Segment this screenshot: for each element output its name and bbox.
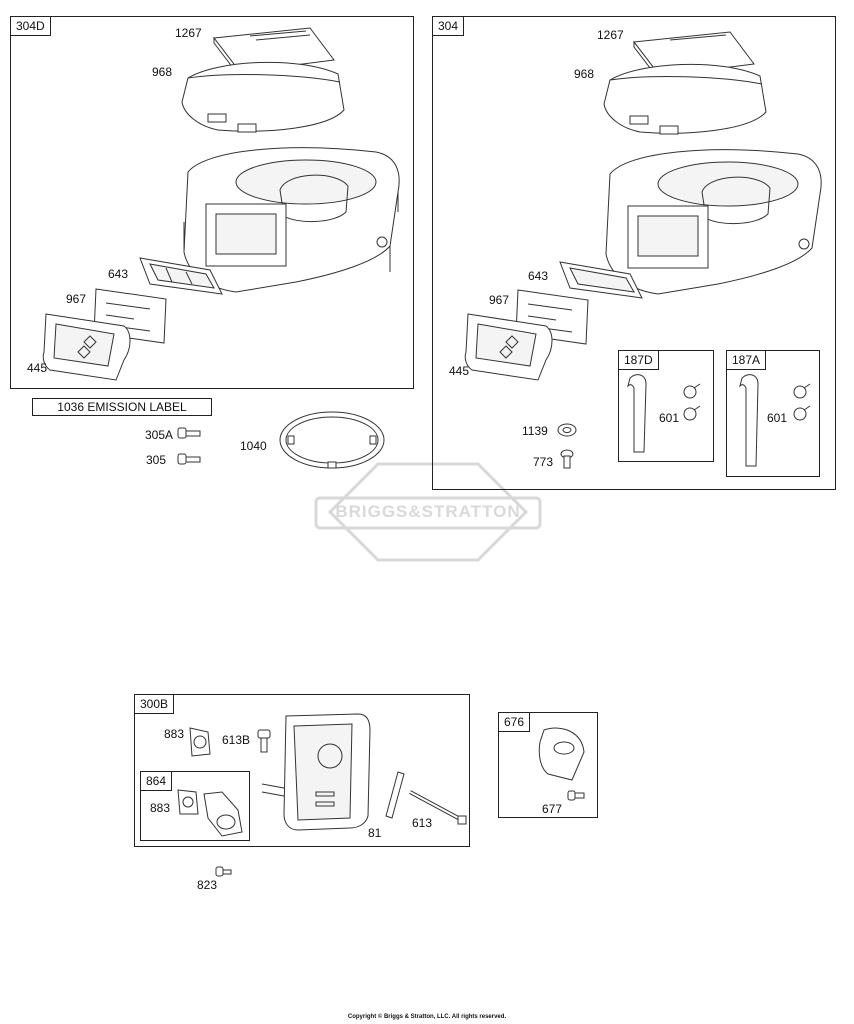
group-864-tag: 864 — [141, 772, 173, 791]
label-304-967: 967 — [489, 293, 510, 307]
screw-677[interactable] — [566, 788, 586, 804]
label-1040: 1040 — [240, 439, 267, 453]
group-304D-frame: 304D — [10, 16, 414, 389]
exhaust-flange-864[interactable] — [198, 788, 246, 840]
grille-445-b[interactable] — [462, 308, 558, 384]
label-305A: 305A — [145, 428, 174, 442]
copyright-notice: Copyright © Briggs & Stratton, LLC. All … — [347, 1014, 507, 1020]
group-676-frame: 676 — [498, 712, 598, 818]
group-187A-frame: 187A — [726, 350, 820, 477]
emission-label-box: 1036 EMISSION LABEL — [32, 398, 212, 416]
label-304-1267: 1267 — [597, 28, 624, 42]
group-304D-tag: 304D — [11, 17, 51, 36]
group-304-frame: 304 — [432, 16, 836, 490]
label-304D-967: 967 — [66, 292, 87, 306]
air-cleaner-base-304[interactable] — [598, 144, 826, 304]
hose-clamps-601-a[interactable] — [680, 382, 704, 426]
briggs-stratton-watermark — [314, 462, 542, 562]
group-300B-tag: 300B — [135, 695, 175, 714]
label-304-445: 445 — [449, 364, 470, 378]
label-304D-445: 445 — [27, 361, 48, 375]
rod-613[interactable] — [404, 786, 470, 828]
label-187D-601: 601 — [659, 411, 680, 425]
heat-shield-strap-81[interactable] — [384, 770, 408, 820]
group-676-tag: 676 — [499, 713, 531, 732]
screw-305[interactable] — [176, 450, 202, 470]
label-305: 305 — [146, 453, 167, 467]
intake-panel-643-b[interactable] — [556, 256, 646, 308]
group-187D-tag: 187D — [619, 351, 659, 370]
screw-613B[interactable] — [256, 728, 272, 754]
group-187A-tag: 187A — [727, 351, 767, 370]
gasket-883[interactable] — [184, 724, 214, 760]
label-304-643: 643 — [528, 269, 549, 283]
muffler-300B[interactable] — [258, 708, 374, 834]
label-677: 677 — [542, 802, 563, 816]
plug-773[interactable] — [558, 448, 576, 470]
hose-clamps-601-b[interactable] — [790, 382, 814, 426]
intake-panel-643[interactable] — [136, 252, 226, 304]
label-300B-883: 883 — [164, 727, 185, 741]
air-cleaner-cover-968[interactable] — [178, 52, 354, 142]
gasket-ring-1040[interactable] — [276, 408, 388, 472]
group-187D-frame: 187D — [618, 350, 714, 462]
washer-1139[interactable] — [556, 422, 578, 438]
screw-823[interactable] — [214, 864, 232, 882]
group-864-frame: 864 — [140, 771, 250, 841]
label-613B: 613B — [222, 733, 251, 747]
group-304-tag: 304 — [433, 17, 465, 36]
label-187A-601: 601 — [767, 411, 788, 425]
breather-tube-187A[interactable] — [734, 372, 764, 472]
label-304D-968: 968 — [152, 65, 173, 79]
label-304-968: 968 — [574, 67, 595, 81]
label-773: 773 — [533, 455, 554, 469]
label-613: 613 — [412, 816, 433, 830]
gasket-883-b[interactable] — [174, 786, 204, 818]
grille-445[interactable] — [40, 308, 136, 384]
watermark-brand-text: BRIGGS&STRATTON — [335, 502, 521, 521]
label-81: 81 — [368, 826, 382, 840]
label-304D-643: 643 — [108, 267, 129, 281]
label-304D-1267: 1267 — [175, 26, 202, 40]
breather-tube-187D[interactable] — [622, 372, 652, 458]
spark-arrestor-676[interactable] — [532, 724, 588, 784]
air-cleaner-base-304D[interactable] — [176, 142, 404, 302]
label-1139: 1139 — [522, 424, 548, 438]
group-300B-frame: 300B — [134, 694, 470, 847]
label-823: 823 — [197, 878, 218, 892]
screw-305A[interactable] — [176, 424, 202, 444]
label-864-883: 883 — [150, 801, 171, 815]
air-cleaner-cover-968-b[interactable] — [600, 54, 776, 144]
